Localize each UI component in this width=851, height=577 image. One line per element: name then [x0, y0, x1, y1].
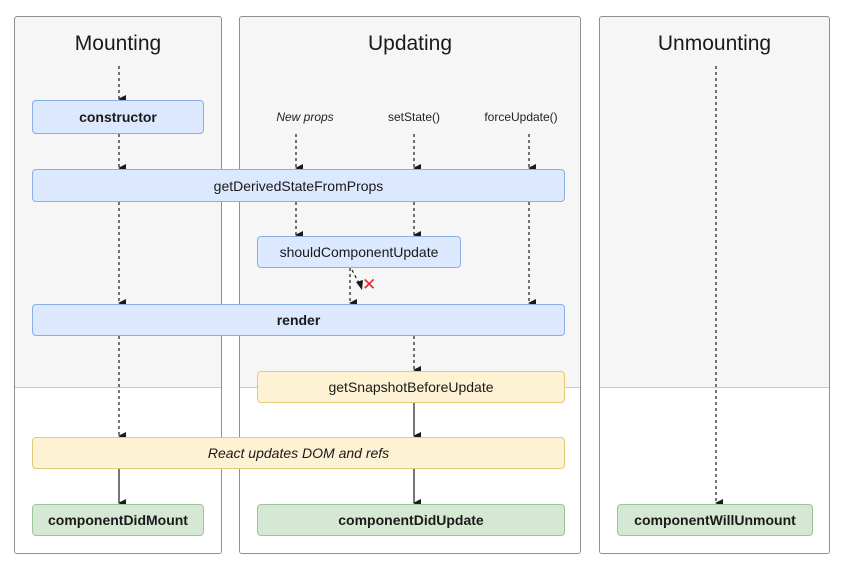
trigger-new-props: New props	[276, 110, 334, 124]
unmounting-title: Unmounting	[657, 32, 772, 55]
arrow-scu-blocked-head	[356, 280, 363, 290]
node-component-did-mount: componentDidMount	[32, 504, 204, 536]
node-get-snapshot-before-update: getSnapshotBeforeUpdate	[257, 371, 565, 403]
node-react-updates-dom: React updates DOM and refs	[32, 437, 565, 469]
node-get-derived-state-from-props: getDerivedStateFromProps	[32, 169, 565, 202]
trigger-force-update: forceUpdate()	[484, 110, 558, 124]
node-component-will-unmount: componentWillUnmount	[617, 504, 813, 536]
trigger-set-state: setState()	[387, 110, 441, 124]
node-render: render	[32, 304, 565, 336]
blocked-x-icon: ✕	[362, 275, 377, 294]
node-constructor: constructor	[32, 100, 204, 134]
updating-title: Updating	[367, 32, 453, 55]
mounting-title: Mounting	[74, 32, 162, 55]
node-component-did-update: componentDidUpdate	[257, 504, 565, 536]
node-should-component-update: shouldComponentUpdate	[257, 236, 461, 268]
